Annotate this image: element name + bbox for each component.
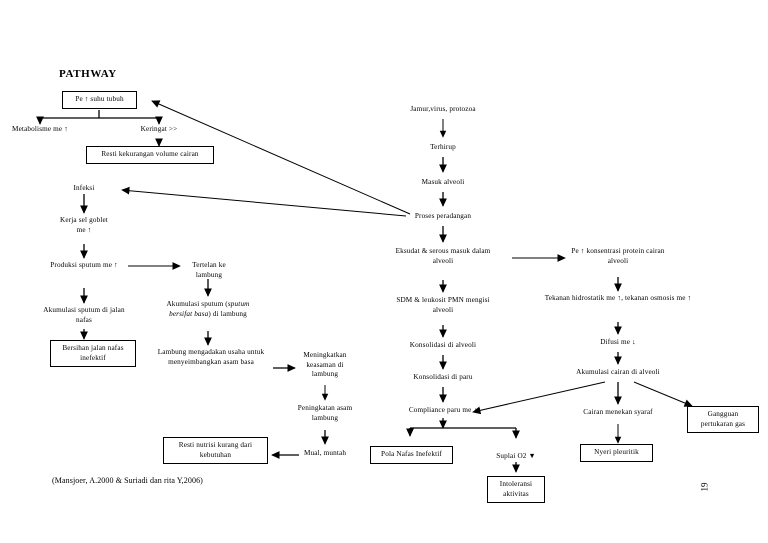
- node-jamur-virus-protozoa: Jamur,virus, protozoa: [400, 105, 486, 115]
- node-label: Tertelan ke lambung: [192, 261, 226, 279]
- node-tertelan-ke-lambung: Tertelan ke lambung: [181, 261, 237, 280]
- node-mual-muntah: Mual, muntah: [298, 449, 352, 459]
- node-label: Masuk alveoli: [421, 178, 465, 186]
- node-label: Bersihan jalan nafas inefektif: [62, 344, 124, 362]
- node-compliance-paru: Compliance paru me ↓: [396, 406, 490, 416]
- node-label: Proses peradangan: [414, 212, 472, 220]
- node-label: Konsolidasi di paru: [413, 373, 473, 381]
- node-label-post: ) di lambung: [208, 309, 247, 318]
- node-label: Pe ↑ suhu tubuh: [75, 95, 124, 103]
- node-resti-nutrisi-kurang: Resti nutrisi kurang dari kebutuhan: [163, 437, 268, 464]
- node-produksi-sputum: Produksi sputum me ↑: [48, 261, 120, 271]
- node-label: Cairan menekan syaraf: [583, 408, 653, 416]
- node-akumulasi-cairan-alveoli: Akumulasi cairan di alveoli: [557, 368, 679, 378]
- node-infeksi: Infeksi: [60, 184, 108, 194]
- node-gangguan-pertukaran-gas: Gangguan pertukaran gas: [687, 406, 759, 433]
- node-meningkatkan-keasaman-lambung: Meningkatkan keasaman di lambung: [294, 351, 356, 380]
- node-label: Peningkatan asam lambung: [297, 404, 353, 422]
- node-usaha-asam-basa: Lambung mengadakan usaha untuk menyeimba…: [148, 348, 274, 367]
- node-label: Pola Nafas Inefektif: [381, 450, 442, 458]
- node-label: Konsolidasi di alveoli: [409, 341, 477, 349]
- node-label: Difusi me ↓: [600, 338, 636, 346]
- node-konsolidasi-alveoli: Konsolidasi di alveoli: [396, 341, 490, 351]
- citation-text: (Mansjoer, A.2000 & Suriadi dan rita Y,2…: [52, 476, 203, 485]
- node-akumulasi-sputum-jalan-nafas: Akumulasi sputum di jalan nafas: [36, 306, 132, 325]
- page-number: 19: [699, 482, 710, 492]
- node-label: Pe ↑ konsentrasi protein cairan alveoli: [571, 247, 665, 265]
- node-sdm-leukosit-pmn: SDM & leukosit PMN mengisi alveoli: [392, 296, 494, 315]
- node-label: Keringat >>: [140, 125, 178, 133]
- node-label: Tekanan hidrostatik me ↑, tekanan osmosi…: [544, 294, 692, 302]
- node-label: Infeksi: [73, 184, 95, 192]
- node-label: Metabolisme me ↑: [12, 125, 68, 133]
- node-difusi: Difusi me ↓: [590, 338, 646, 348]
- node-label-pre: Akumulasi sputum (: [166, 300, 228, 308]
- node-label: Intoleransi aktivitas: [499, 480, 533, 498]
- node-masuk-alveoli: Masuk alveoli: [409, 178, 477, 188]
- page-title: PATHWAY: [59, 68, 117, 80]
- node-label: Meningkatkan keasaman di lambung: [303, 351, 347, 378]
- node-suhu-tubuh: Pe ↑ suhu tubuh: [62, 91, 137, 109]
- node-proses-peradangan: Proses peradangan: [403, 212, 483, 222]
- node-pola-nafas-inefektif: Pola Nafas Inefektif: [370, 446, 453, 464]
- node-label: Nyeri pleuritik: [594, 448, 639, 456]
- node-peningkatan-asam-lambung: Peningkatan asam lambung: [294, 404, 356, 423]
- node-label: SDM & leukosit PMN mengisi alveoli: [396, 296, 490, 314]
- node-label: Mual, muntah: [303, 449, 347, 457]
- node-label: Gangguan pertukaran gas: [700, 410, 746, 428]
- node-cairan-menekan-syaraf: Cairan menekan syaraf: [570, 408, 666, 418]
- node-resti-kekurangan-volume-cairan: Resti kekurangan volume cairan: [86, 146, 214, 164]
- node-suplai-o2: Suplai O2 ▼: [489, 452, 543, 462]
- node-metabolisme: Metabolisme me ↑: [8, 125, 72, 135]
- node-label: Produksi sputum me ↑: [50, 261, 118, 269]
- node-nyeri-pleuritik: Nyeri pleuritik: [580, 444, 653, 462]
- node-label: Compliance paru me ↓: [408, 406, 478, 414]
- node-label-italic: sputum bersifat basa: [169, 300, 250, 318]
- node-label: Akumulasi cairan di alveoli: [576, 368, 660, 376]
- node-akumulasi-sputum-lambung: Akumulasi sputum (sputum bersifat basa) …: [155, 300, 261, 319]
- node-konsentrasi-protein-alveoli: Pe ↑ konsentrasi protein cairan alveoli: [568, 247, 668, 266]
- node-keringat: Keringat >>: [128, 125, 190, 135]
- node-terhirup: Terhirup: [415, 143, 471, 153]
- node-label: Terhirup: [430, 143, 456, 151]
- node-label: Kerja sel goblet me ↑: [60, 216, 108, 234]
- node-eksudat-serous: Eksudat & serous masuk dalam alveoli: [393, 247, 493, 266]
- node-bersihan-jalan-nafas-inefektif: Bersihan jalan nafas inefektif: [50, 340, 136, 367]
- node-konsolidasi-paru: Konsolidasi di paru: [398, 373, 488, 383]
- node-intoleransi-aktivitas: Intoleransi aktivitas: [487, 476, 545, 503]
- node-label: Resti nutrisi kurang dari kebutuhan: [178, 441, 253, 459]
- node-label: Resti kekurangan volume cairan: [101, 150, 199, 158]
- node-label: Eksudat & serous masuk dalam alveoli: [395, 247, 491, 265]
- node-kerja-sel-goblet: Kerja sel goblet me ↑: [56, 216, 112, 235]
- node-label: Suplai O2 ▼: [496, 452, 536, 460]
- node-label: Jamur,virus, protozoa: [410, 105, 476, 113]
- node-tekanan-hidrostatik-osmosis: Tekanan hidrostatik me ↑, tekanan osmosi…: [540, 294, 696, 304]
- node-label: Akumulasi sputum di jalan nafas: [43, 306, 125, 324]
- node-label: Lambung mengadakan usaha untuk menyeimba…: [157, 348, 265, 366]
